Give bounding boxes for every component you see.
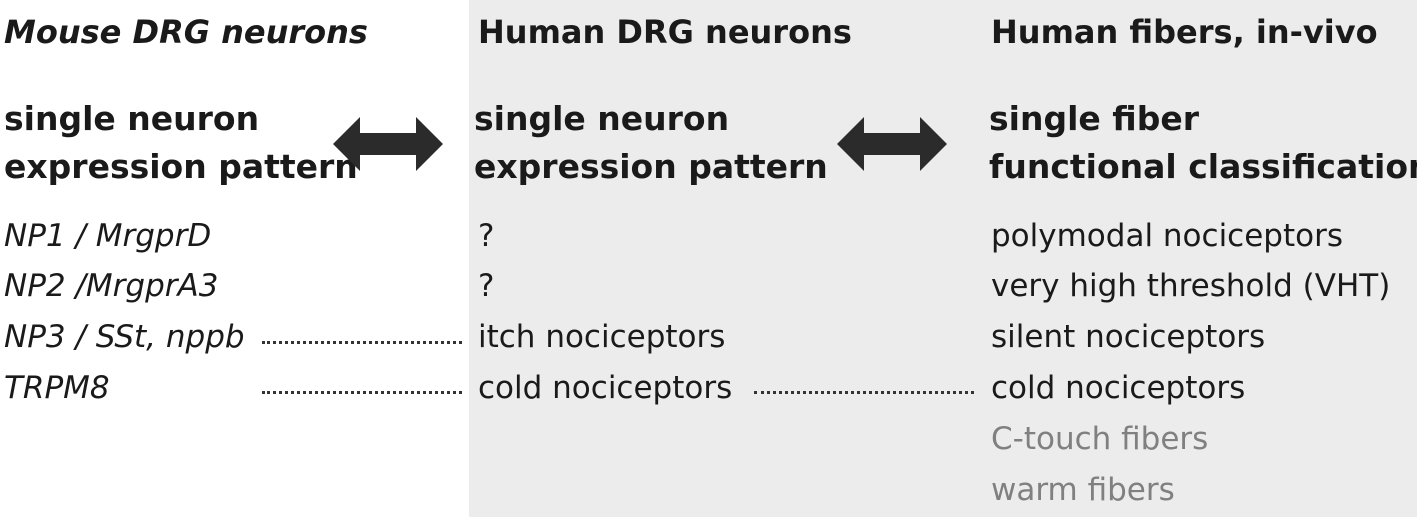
mouse-column-header: Mouse DRG neurons: [4, 13, 368, 51]
human-drg-row-2: ?: [478, 268, 495, 304]
human-fibers-column-header: Human fibers, in-vivo: [991, 13, 1378, 51]
human-drg-row-1: ?: [478, 218, 495, 254]
fiber-row-cold: cold nociceptors: [991, 370, 1246, 406]
fiber-row-silent: silent nociceptors: [991, 319, 1266, 355]
mouse-row-np1: NP1 / MrgprD: [4, 218, 212, 254]
mouse-row-np2: NP2 /MrgprA3: [4, 268, 219, 304]
human-fibers-subtitle-line2: functional classification: [989, 147, 1417, 186]
mouse-row-trpm8: TRPM8: [4, 370, 110, 406]
human-drg-subtitle-line1: single neuron: [474, 99, 730, 138]
dotted-link-cold-cold: [754, 391, 974, 394]
human-drg-row-itch: itch nociceptors: [478, 319, 726, 355]
human-drg-row-cold: cold nociceptors: [478, 370, 733, 406]
human-drg-column-header: Human DRG neurons: [478, 13, 852, 51]
fiber-row-c-touch: C-touch fibers: [991, 421, 1209, 457]
mouse-subtitle-line2: expression pattern: [4, 147, 358, 186]
human-fibers-subtitle-line1: single fiber: [989, 99, 1199, 138]
human-columns-background: [469, 0, 1417, 517]
mouse-subtitle-line1: single neuron: [4, 99, 260, 138]
fiber-row-warm: warm fibers: [991, 472, 1175, 508]
mouse-row-np3: NP3 / SSt, nppb: [4, 319, 245, 355]
double-arrow-icon: [333, 117, 443, 171]
dotted-link-np3-itch: [262, 341, 462, 344]
fiber-row-vht: very high threshold (VHT): [991, 268, 1391, 304]
human-drg-subtitle-line2: expression pattern: [474, 147, 828, 186]
fiber-row-polymodal: polymodal nociceptors: [991, 218, 1343, 254]
double-arrow-icon: [837, 117, 947, 171]
dotted-link-trpm8-cold: [262, 391, 462, 394]
